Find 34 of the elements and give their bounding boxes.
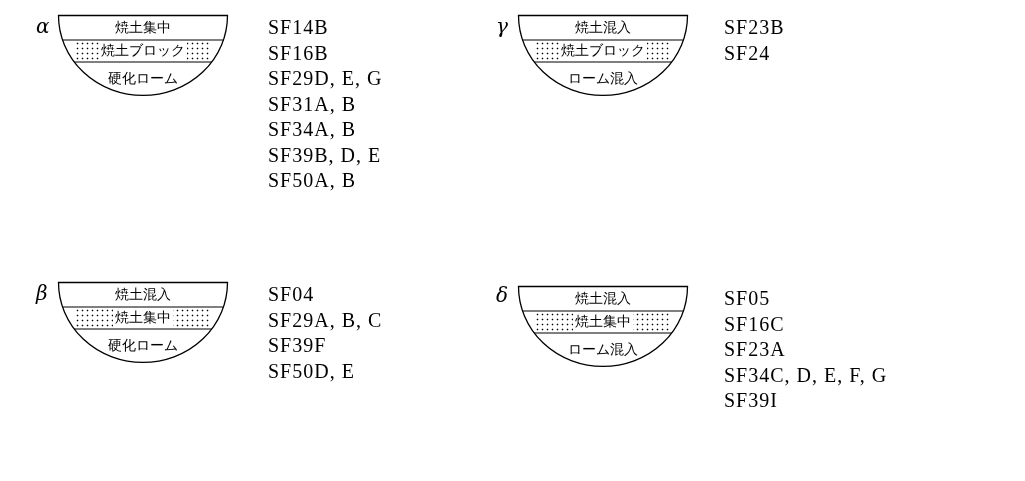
feature-code: SF31A, B [268,92,357,116]
feature-code: SF05 [724,287,771,310]
soil-layer: 硬化ローム [88,63,198,94]
soil-layer: 焼土ブロック [535,41,671,61]
soil-layer: 焼土集中 [63,16,223,39]
feature-code: SF50D, E [268,359,355,383]
soil-layer: 焼土集中 [535,312,671,332]
feature-code: SF23A [724,338,786,361]
feature-code: SF39F [268,334,327,357]
soil-layer: 焼土ブロック [75,41,211,61]
feature-code: SF29D, E, G [268,67,383,90]
soil-layer: ローム混入 [548,63,658,94]
feature-code: SF29A, B, C [268,308,383,332]
feature-code: SF16B [268,41,329,65]
soil-layer: 焼土混入 [523,16,683,39]
feature-code: SF34C, D, E, F, G [724,363,888,387]
soil-layer: ローム混入 [548,334,658,365]
soil-layer: 焼土混入 [63,283,223,306]
group-letter: α [36,14,50,38]
feature-code: SF16C [724,312,785,336]
feature-code: SF14B [268,16,329,39]
feature-code: SF50A, B [268,169,357,192]
soil-layer: 硬化ローム [88,330,198,361]
feature-code: SF23B [724,16,785,39]
feature-code: SF24 [724,41,771,65]
feature-code: SF34A, B [268,118,357,141]
feature-code: SF39I [724,389,778,412]
group-letter: γ [496,14,508,38]
group-letter: β [36,281,48,305]
group-letter: δ [496,283,509,307]
soil-layer: 焼土集中 [75,308,211,328]
soil-layer: 焼土混入 [523,287,683,310]
feature-code: SF04 [268,283,315,306]
feature-code: SF39B, D, E [268,143,382,167]
